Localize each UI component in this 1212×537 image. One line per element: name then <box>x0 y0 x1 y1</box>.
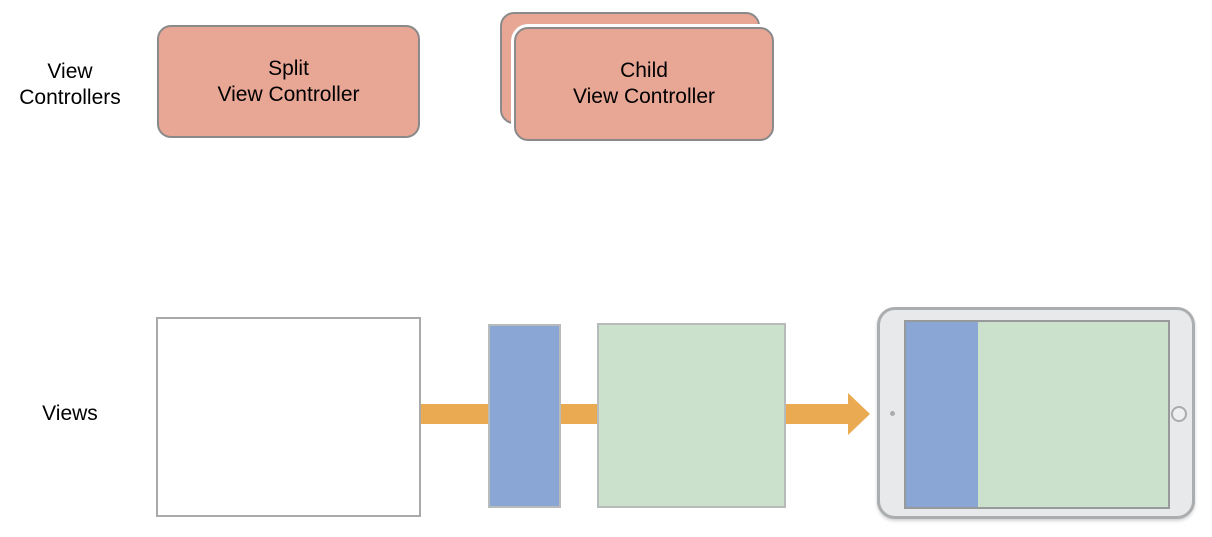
device-screen <box>904 320 1170 509</box>
view-controllers-row-label: View Controllers <box>8 59 132 111</box>
flow-arrow-head-icon <box>848 393 870 435</box>
secondary-view-box <box>597 323 786 508</box>
views-row-label-text: Views <box>42 402 98 425</box>
screen-primary-pane <box>906 322 978 507</box>
screen-secondary-pane <box>978 322 1168 507</box>
view-controllers-row-label-line2: Controllers <box>19 86 121 109</box>
view-controllers-row-label-line1: View <box>47 60 93 83</box>
child-view-controller-box: Child View Controller <box>514 27 774 141</box>
split-view-controller-label-line1: Split <box>268 56 309 80</box>
child-view-controller-label-line2: View Controller <box>572 85 715 108</box>
primary-view-box <box>488 324 561 508</box>
child-view-controller-label-line1: Child <box>620 59 668 82</box>
ipad-device <box>877 307 1195 519</box>
camera-dot-icon <box>890 411 895 416</box>
split-view-controller-box: Split View Controller <box>157 25 420 138</box>
split-view-controller-label-line2: View Controller <box>217 82 360 106</box>
content-view-box <box>156 317 421 517</box>
views-row-label: Views <box>8 401 132 427</box>
home-button-icon <box>1171 406 1187 422</box>
